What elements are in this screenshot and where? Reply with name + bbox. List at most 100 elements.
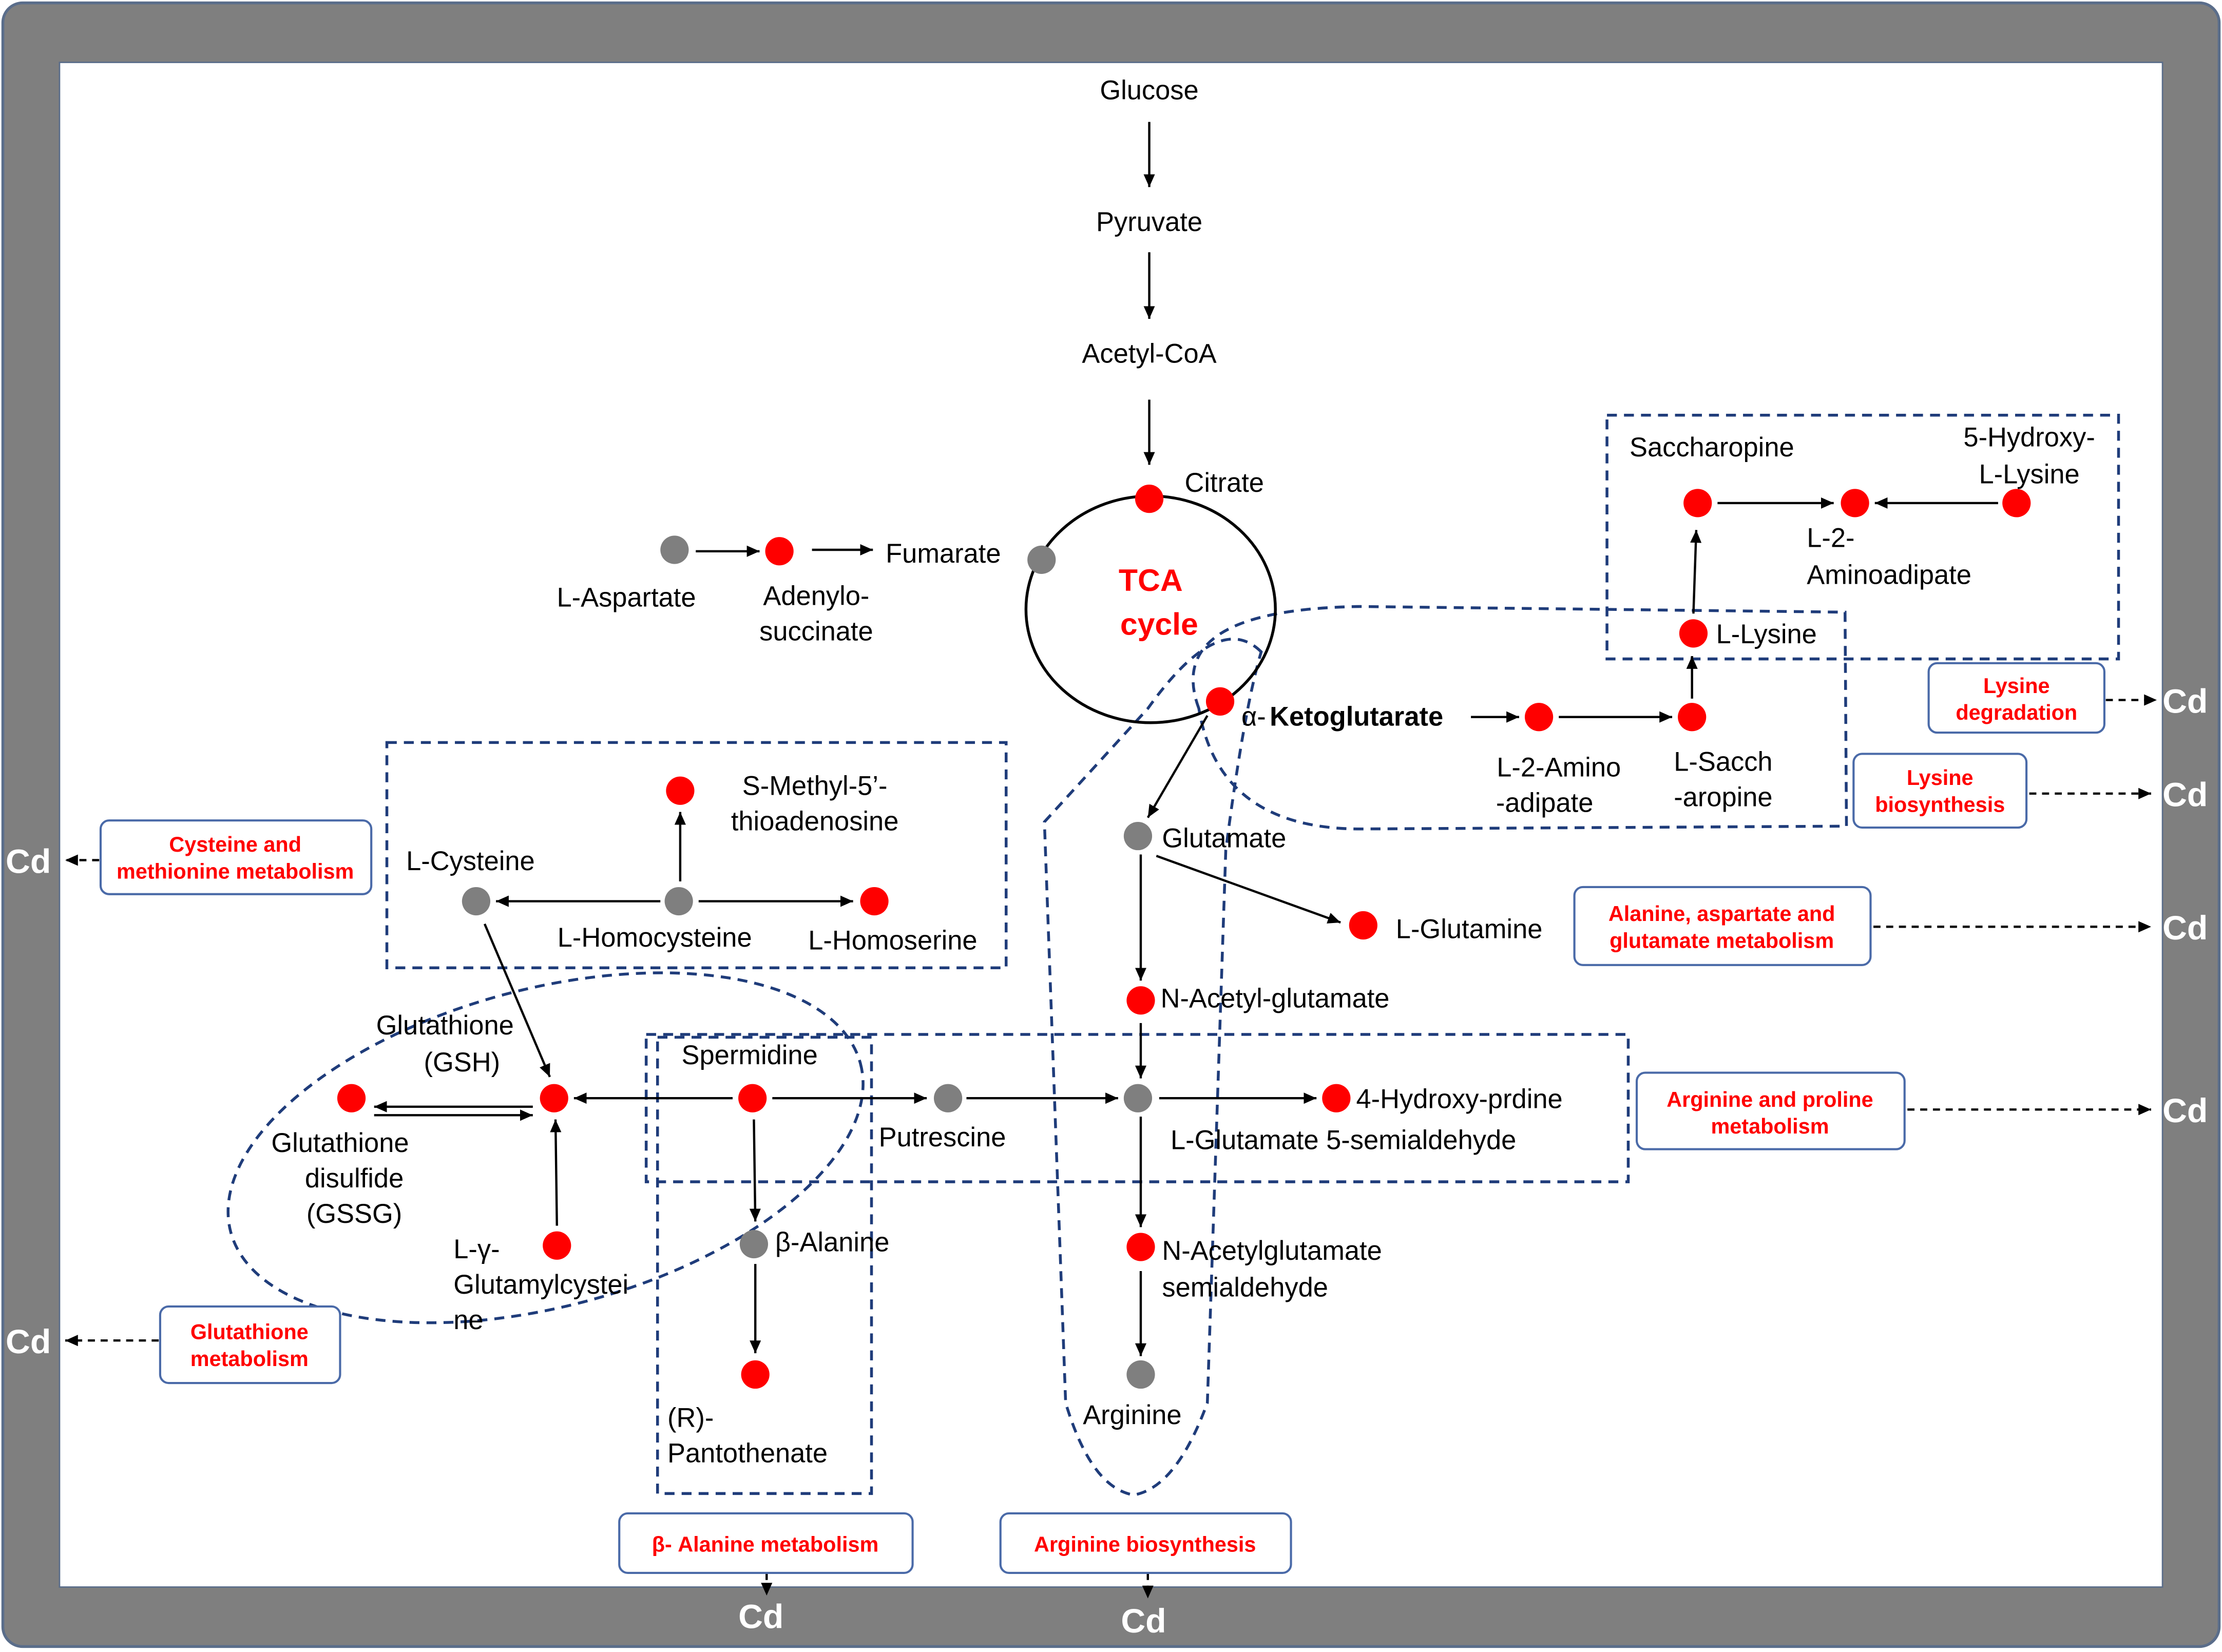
label-adenylo-2: succinate (759, 617, 873, 647)
lysine-region (1605, 414, 2120, 661)
label-glutamylcys-3: ne (453, 1305, 483, 1335)
pathway-lysine-biosynthesis-line1: Lysine (1907, 766, 1974, 790)
node-s-methyl-thioadenosine (666, 776, 695, 805)
node-l-glutamine (1349, 911, 1377, 940)
pathway-arginine-proline-line1: Arginine and proline (1666, 1088, 1873, 1111)
pathway-alanine-line2: glutamate metabolism (1610, 929, 1834, 953)
label-citrate: Citrate (1185, 468, 1264, 498)
pathway-alanine-line1: Alanine, aspartate and (1608, 902, 1835, 926)
label-gssg-3: (GSSG) (307, 1199, 402, 1229)
glutathione-region (226, 971, 865, 1324)
arginine-biosynthesis-region (1043, 638, 1263, 1496)
pathway-glutathione-line1: Glutathione (190, 1320, 309, 1343)
label-glucose: Glucose (1100, 75, 1198, 105)
tca-label: TCA (1119, 563, 1183, 598)
pathway-box-alanine-metabolism (1573, 886, 1872, 966)
label-saccharopine: Saccharopine (1630, 433, 1794, 463)
inner-canvas (59, 62, 2163, 1588)
nodes-other (462, 535, 1155, 1389)
label-glutamate: Glutamate (1162, 824, 1286, 854)
node-l-cysteine (462, 887, 491, 916)
label-l-aspartate: L-Aspartate (557, 583, 696, 612)
label-fumarate: Fumarate (886, 539, 1001, 569)
node-l-2-amino-adipate (1524, 703, 1554, 732)
label-alpha-prefix: α- (1241, 702, 1266, 732)
beta-alanine-region (656, 1035, 873, 1495)
arrow-glutamate-glutamine (1156, 855, 1341, 924)
cd-label-alanine: Cd (2162, 909, 2208, 947)
pathway-arginine-proline-line2: metabolism (1711, 1115, 1829, 1138)
label-glutamylcys-1: L-γ- (453, 1235, 500, 1264)
label-gsh-2: (GSH) (424, 1048, 501, 1078)
label-amino-adipate-2: -adipate (1496, 789, 1593, 818)
pathway-box-glutathione (159, 1305, 341, 1385)
label-l-lysine: L-Lysine (1716, 620, 1817, 649)
label-aminoadipate-1: L-2- (1807, 523, 1854, 553)
arrow-lysine-saccharopine (1690, 530, 1702, 614)
label-l-glutamate-semialdehyde: L-Glutamate 5-semialdehyde (1171, 1126, 1516, 1156)
node-l-homoserine (860, 887, 889, 916)
label-putrescine: Putrescine (879, 1123, 1006, 1152)
cd-label-glutathione: Cd (6, 1323, 51, 1361)
arrow-ketoglutarate-glutamate (1146, 715, 1209, 818)
pathway-lysine-degradation-line1: Lysine (1983, 674, 2050, 698)
pathway-lysine-degradation-line2: degradation (1956, 701, 2077, 724)
label-pantothenate-1: (R)- (667, 1404, 714, 1433)
label-s-methyl-1: S-Methyl-5’- (742, 772, 888, 801)
label-pyruvate: Pyruvate (1096, 207, 1202, 237)
pathway-box-lysine-biosynthesis (1852, 753, 2028, 829)
arrow-spermidine-betaalanine (749, 1119, 761, 1222)
cysteine-region (385, 741, 1008, 970)
node-citrate (1135, 485, 1164, 513)
pathway-box-lysine-degradation (1927, 662, 2105, 734)
label-l-homoserine: L-Homoserine (808, 926, 977, 955)
cd-label-lysine-degradation: Cd (2162, 682, 2208, 720)
label-aminoadipate-2: Aminoadipate (1807, 560, 1971, 590)
arrow-cysteine-gsh (483, 923, 551, 1078)
label-adenylo-1: Adenylo- (763, 582, 869, 611)
node-n-acetyl-glutamate (1126, 986, 1155, 1015)
cd-label-arginine-proline: Cd (2162, 1092, 2208, 1130)
node-saccharopine (1683, 489, 1712, 517)
label-beta-alanine: β-Alanine (775, 1227, 890, 1257)
arginine-proline-region (644, 1033, 1630, 1183)
label-amino-adipate-1: L-2-Amino (1497, 753, 1621, 783)
node-glutamate (1123, 821, 1153, 851)
nodes-significant (337, 485, 2031, 1389)
node-l-lysine (1679, 619, 1708, 648)
label-pantothenate-2: Pantothenate (667, 1439, 828, 1469)
cd-label-lysine-biosynthesis: Cd (2162, 776, 2208, 814)
label-n-acetyl-glutamate: N-Acetyl-glutamate (1161, 984, 1390, 1014)
cd-label-beta-alanine: Cd (738, 1598, 783, 1636)
pathway-glutathione-line2: metabolism (190, 1347, 309, 1371)
cd-label-cysteine: Cd (6, 842, 51, 880)
label-hydroxy-lysine-2: L-Lysine (1979, 459, 2079, 489)
label-glutamylcys-2: Glutamylcystei (453, 1270, 628, 1300)
arrow-glutamylcys-gsh (550, 1119, 562, 1226)
label-l-cysteine: L-Cysteine (406, 847, 535, 876)
pathway-arginine-biosynthesis: Arginine biosynthesis (1034, 1532, 1256, 1556)
pathway-cysteine-line1: Cysteine and (169, 833, 301, 856)
label-ketoglutarate: Ketoglutarate (1270, 702, 1443, 732)
node-l-glutamate-semialdehyde (1123, 1084, 1153, 1112)
pathway-box-arginine-proline (1635, 1071, 1906, 1150)
node-n-acetylglutamate-sa (1126, 1233, 1155, 1261)
label-hydroxy-lysine-1: 5-Hydroxy- (1963, 423, 2095, 453)
node-fumarate (1027, 545, 1056, 574)
label-gsh-1: Glutathione (376, 1011, 514, 1041)
cycle-label: cycle (1120, 607, 1198, 642)
node-glutathione-gsh (540, 1084, 568, 1112)
node-adenylosuccinate (765, 537, 794, 566)
node-beta-alanine (739, 1230, 769, 1259)
label-acetyl-coa: Acetyl-CoA (1082, 339, 1216, 369)
label-n-acetylglutamate-sa-1: N-Acetylglutamate (1162, 1236, 1382, 1266)
node-hydroxy-lysine (2002, 489, 2031, 517)
pathway-box-beta-alanine (618, 1512, 914, 1574)
cd-label-arginine-biosynthesis: Cd (1121, 1602, 1166, 1640)
label-l-sacch-1: L-Sacch (1674, 747, 1772, 777)
node-l-aspartate (660, 535, 689, 564)
label-l-homocysteine: L-Homocysteine (558, 923, 752, 953)
label-s-methyl-2: thioadenosine (731, 807, 899, 837)
